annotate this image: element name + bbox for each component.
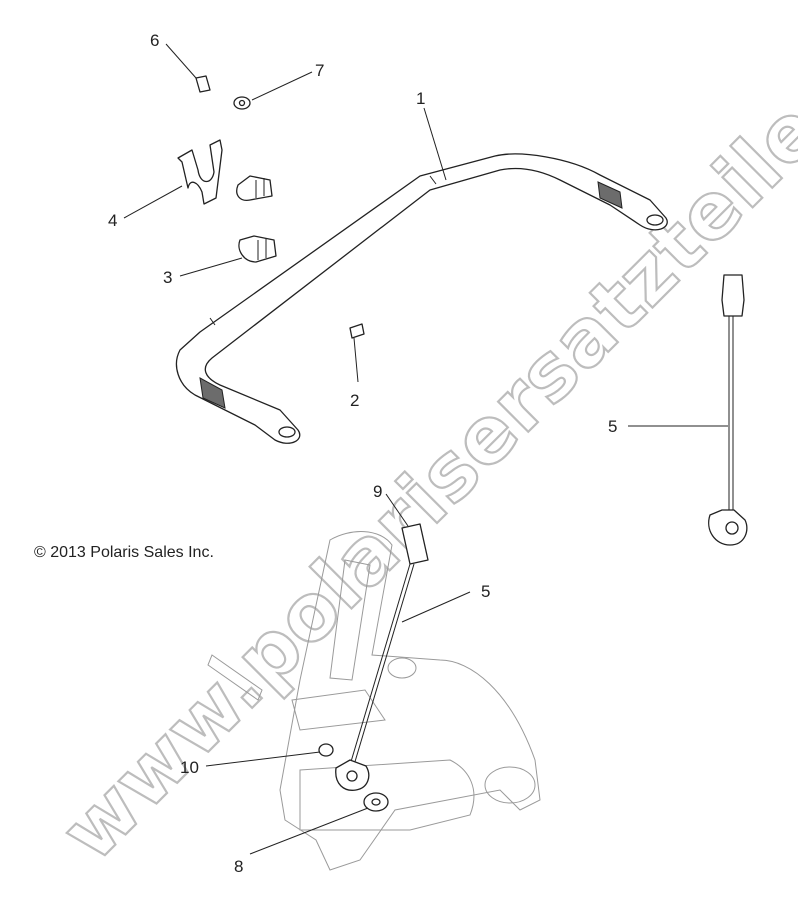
callout-9: 9 <box>373 482 382 501</box>
washer <box>363 792 389 812</box>
callout-7: 7 <box>315 61 324 80</box>
callout-4: 4 <box>108 211 117 230</box>
callout-5-lower: 5 <box>481 582 490 601</box>
leader-lines <box>123 43 728 855</box>
bolt <box>195 75 211 93</box>
stabilizer-bar <box>175 153 668 444</box>
callout-8: 8 <box>234 857 243 876</box>
bushing-upper <box>236 175 273 201</box>
grease-fitting <box>349 323 365 339</box>
end-link-installed <box>335 523 429 791</box>
callout-5-right: 5 <box>608 417 617 436</box>
bushing-clamp <box>177 139 223 205</box>
callout-2: 2 <box>350 391 359 410</box>
lower-control-arm <box>207 531 541 871</box>
bushing-lower <box>238 235 277 263</box>
callout-3: 3 <box>163 268 172 287</box>
lock-nut <box>318 743 334 757</box>
copyright-text: © 2013 Polaris Sales Inc. <box>34 544 214 561</box>
watermark-text: www.polarisersatzteile.de <box>45 0 798 878</box>
nut <box>233 96 251 110</box>
callout-6: 6 <box>150 31 159 50</box>
end-link-right <box>708 274 748 546</box>
callout-10: 10 <box>180 758 199 777</box>
callout-1: 1 <box>416 89 425 108</box>
